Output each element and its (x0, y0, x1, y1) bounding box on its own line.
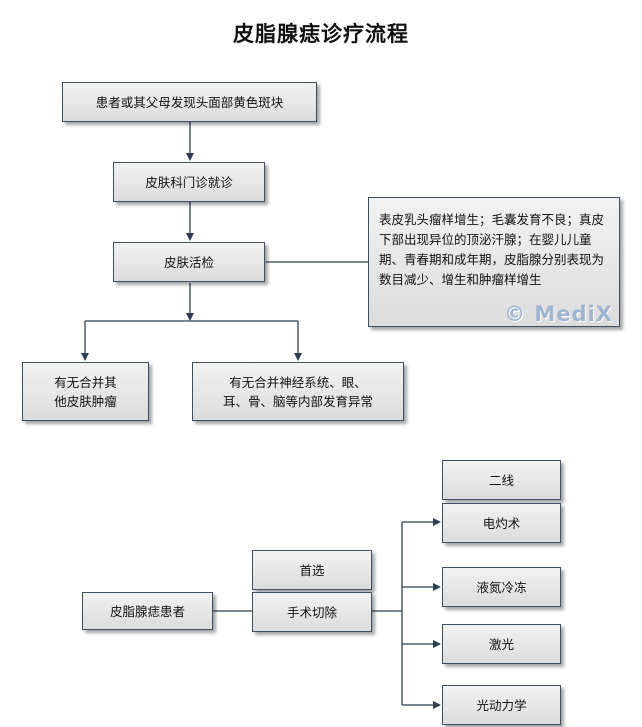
patient-box: 皮脂腺痣患者 (82, 592, 213, 630)
skin-biopsy-box: 皮肤活检 (113, 242, 265, 282)
pathology-note-text: 表皮乳头瘤样增生；毛囊发育不良；真皮下部出现异位的顶泌汗腺；在婴儿儿童期、青春期… (379, 212, 605, 287)
medix-watermark: © MediX (504, 302, 613, 326)
electrocautery-box: 电灼术 (442, 503, 561, 543)
laser-box: 激光 (442, 624, 561, 664)
surgical-excision-box: 手术切除 (252, 592, 372, 632)
developmental-anomaly-check-box: 有无合并神经系统、眼、 耳、骨、脑等内部发育异常 (192, 362, 404, 421)
second-line-box: 二线 (442, 460, 561, 500)
liquid-nitrogen-cryo-box: 液氮冷冻 (442, 567, 561, 607)
page-title: 皮脂腺痣诊疗流程 (233, 22, 409, 46)
first-choice-box: 首选 (252, 550, 372, 590)
other-tumor-check-box: 有无合并其 他皮肤肿瘤 (22, 362, 149, 421)
discovery-box: 患者或其父母发现头面部黄色斑块 (62, 82, 317, 122)
photodynamic-therapy-box: 光动力学 (442, 685, 561, 725)
pathology-note-box: 表皮乳头瘤样增生；毛囊发育不良；真皮下部出现异位的顶泌汗腺；在婴儿儿童期、青春期… (368, 197, 620, 327)
dermatology-clinic-box: 皮肤科门诊就诊 (113, 162, 265, 202)
